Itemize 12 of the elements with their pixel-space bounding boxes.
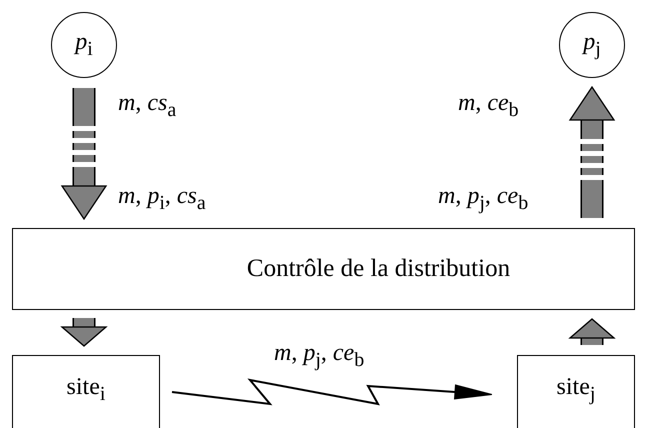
message-label: m, p$_{j}$, ce$_{b}$ [438,183,528,215]
process-box [517,355,635,428]
node-label: p$_{i}$ [75,29,93,61]
message-label: m, p$_{i}$, cs$_{a}$ [118,183,206,215]
node-label: p$_{j}$ [583,29,601,61]
node-label: site$_{j}$ [556,374,596,406]
process-box [12,228,635,310]
message-label: m, ce$_{b}$ [458,90,519,122]
node-label: Contrôle de la distribution [246,255,510,283]
node-label: site$_{i}$ [66,374,106,406]
message-label: m, cs$_{a}$ [118,90,176,122]
process-box [12,355,160,428]
